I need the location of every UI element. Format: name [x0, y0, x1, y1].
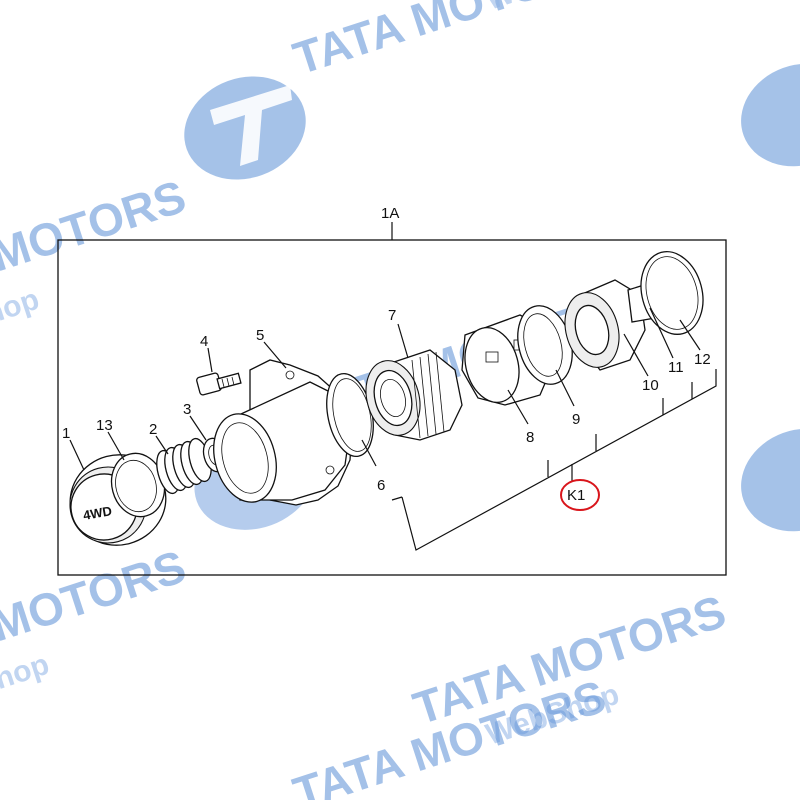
watermark-logo-right-top: [741, 63, 800, 167]
part-7-clutch-gear: [365, 349, 463, 441]
callout-5: 5: [256, 327, 264, 344]
watermark-brand-top: TATA MOTORS: [287, 0, 612, 85]
assembly-label: 1A: [381, 205, 399, 222]
callout-13: 13: [96, 417, 113, 434]
callout-9: 9: [572, 411, 580, 428]
part-5-housing: [213, 359, 353, 506]
callout-4: 4: [200, 333, 208, 350]
part-12-snap-ring: [640, 251, 704, 335]
part-2-spring: [156, 437, 212, 495]
callout-8: 8: [526, 429, 534, 446]
callout-labels: 1 13 2 3 4 5 6 7 8 9 10 11 12: [62, 307, 711, 494]
assembly-frame: [57, 239, 727, 576]
kit-label: K1: [567, 487, 585, 504]
cap-marking: 4WD: [82, 503, 113, 523]
kit-highlight-ring: [560, 479, 600, 511]
part-10-hub-body: [564, 279, 646, 371]
callout-leaders: [69, 307, 701, 471]
kit-bracket: [391, 369, 717, 551]
part-4-bolt: [196, 372, 242, 396]
callout-10: 10: [642, 377, 659, 394]
callout-11: 11: [668, 359, 684, 376]
callout-7: 7: [388, 307, 396, 324]
callout-6: 6: [377, 477, 385, 494]
callout-2: 2: [149, 421, 157, 438]
watermark-logo-top: [184, 76, 306, 180]
callout-3: 3: [183, 401, 191, 418]
callout-12: 12: [694, 351, 711, 368]
watermark-logo-right-mid: [741, 428, 800, 532]
watermark-sub-left: WebShop: [0, 283, 43, 357]
callout-1: 1: [62, 425, 70, 442]
watermark-sub-left-low: WebShop: [0, 648, 53, 722]
